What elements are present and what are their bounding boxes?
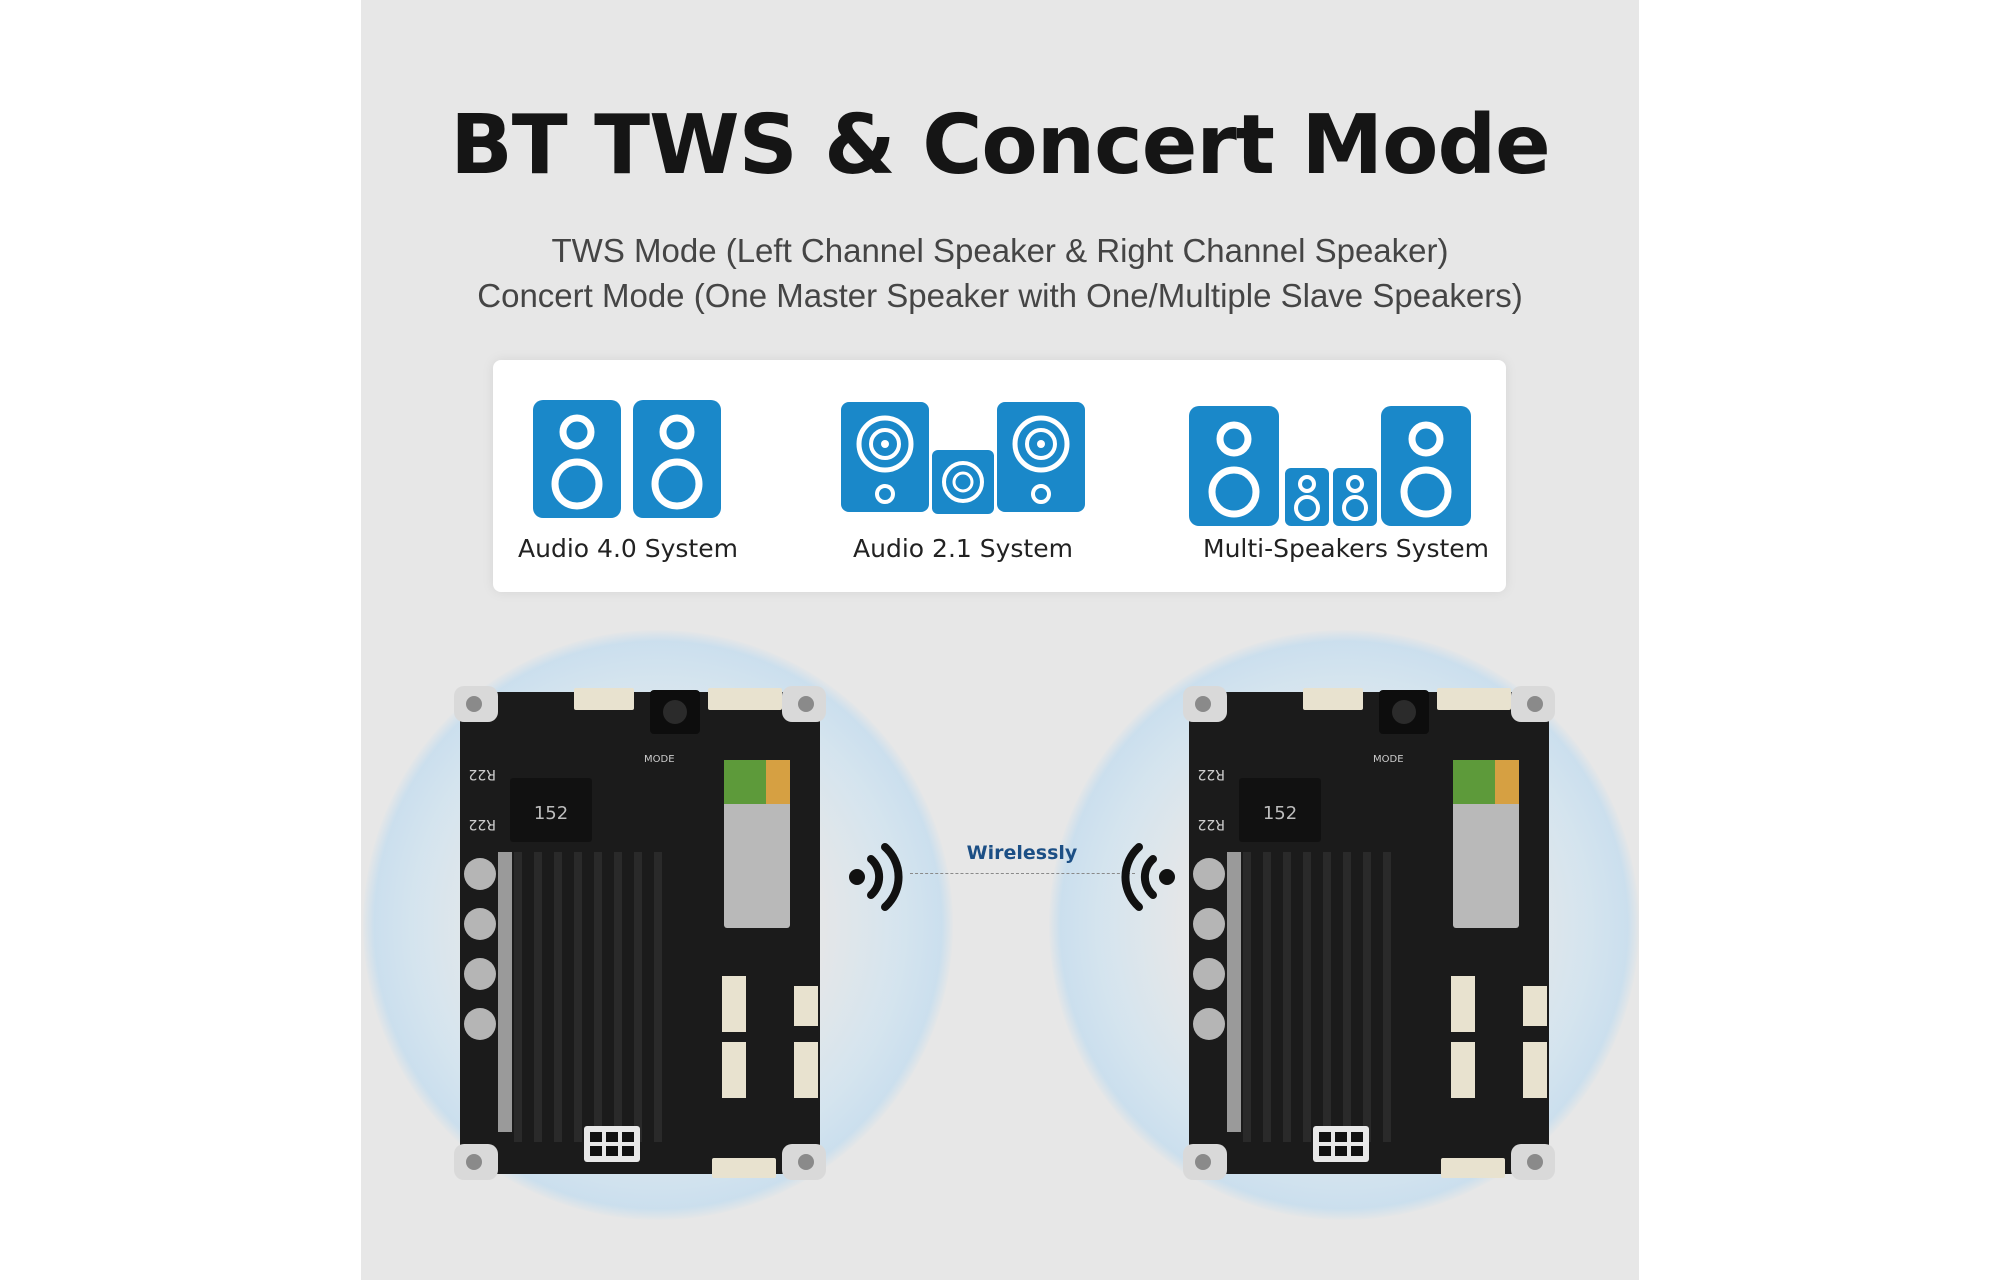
system-label-multi: Multi-Speakers System <box>1203 534 1490 563</box>
inductor-label: 152 <box>534 803 568 824</box>
resistor-label-bottom: R22 <box>468 816 496 832</box>
inductor-label: 152 <box>1263 803 1297 824</box>
mode-label: MODE <box>1373 754 1404 765</box>
system-label-audio21: Audio 2.1 System <box>853 534 1073 563</box>
resistor-label-top: R22 <box>1197 766 1225 782</box>
system-label-audio40: Audio 4.0 System <box>518 534 738 563</box>
systems-box: Audio 4.0 System Audio 2.1 System <box>493 360 1506 592</box>
multi-speakers-icon <box>1189 406 1471 526</box>
amplifier-board-right: 152 R22 R22 MODE <box>1183 686 1555 1180</box>
wireless-link-line <box>910 873 1135 874</box>
wireless-signal-icon-right <box>1121 843 1175 911</box>
wireless-label: Wirelessly <box>966 842 1078 864</box>
wireless-signal-icon-left <box>849 843 903 911</box>
subtitle-concert: Concert Mode (One Master Speaker with On… <box>477 277 1523 314</box>
product-panel: BT TWS & Concert Mode TWS Mode (Left Cha… <box>361 0 1639 1280</box>
subtitle-tws: TWS Mode (Left Channel Speaker & Right C… <box>551 232 1449 269</box>
page-title: BT TWS & Concert Mode <box>450 98 1551 193</box>
resistor-label-bottom: R22 <box>1197 816 1225 832</box>
subwoofer-speakers-icon <box>841 402 1085 514</box>
resistor-label-top: R22 <box>468 766 496 782</box>
amplifier-board-left: 152 R22 R22 MODE <box>454 686 826 1180</box>
stereo-speakers-icon <box>533 400 721 518</box>
mode-label: MODE <box>644 754 675 765</box>
